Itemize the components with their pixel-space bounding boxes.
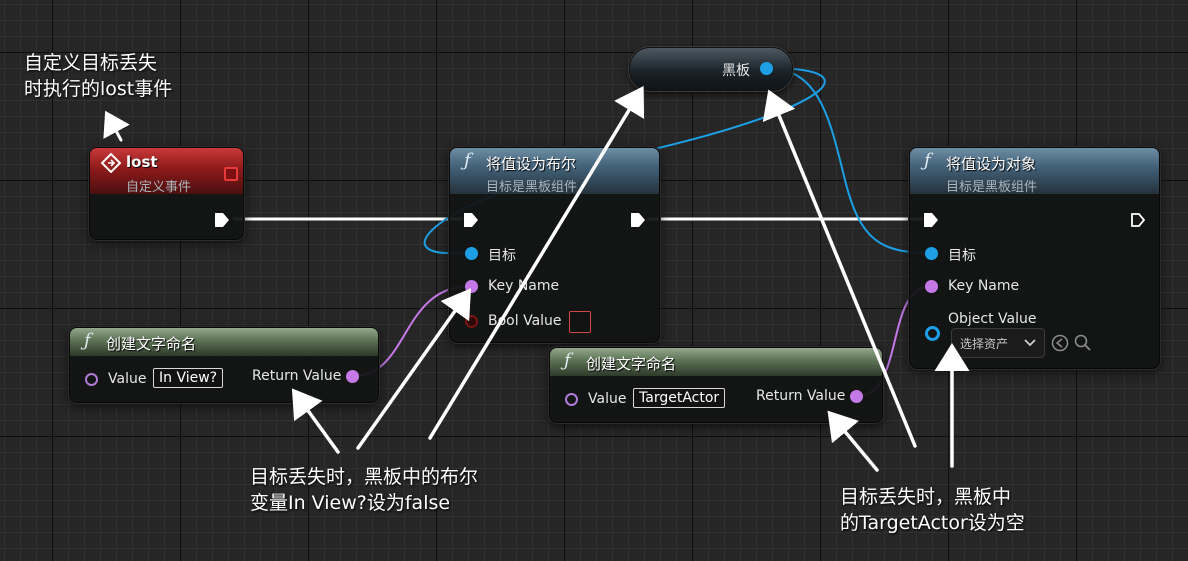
- target-pin[interactable]: [465, 247, 478, 260]
- return-value-pin[interactable]: [346, 370, 359, 383]
- exec-input-pin[interactable]: [923, 212, 939, 228]
- set-bool-title: 将值设为布尔: [486, 155, 577, 173]
- search-icon[interactable]: [1074, 334, 1092, 352]
- return-value-label: Return Value: [756, 388, 846, 404]
- bool-value-pin[interactable]: [465, 315, 478, 328]
- bool-value-label: Bool Value: [488, 313, 562, 329]
- key-name-label: Key Name: [948, 278, 1020, 294]
- target-pin[interactable]: [925, 247, 938, 260]
- function-f-icon: ƒ: [564, 350, 571, 371]
- make-name-1-header: ƒ 创建文字命名: [70, 328, 378, 356]
- lost-event-subtitle: 自定义事件: [126, 180, 192, 195]
- set-bool-subtitle: 目标是黑板组件: [486, 180, 578, 195]
- key-name-label: Key Name: [488, 278, 560, 294]
- annotation-set-bool: 目标丢失时，黑板中的布尔 变量In View?设为false: [250, 466, 479, 514]
- annotation-set-object: 目标丢失时，黑板中 的TargetActor设为空: [840, 486, 1025, 534]
- function-f-icon: ƒ: [464, 150, 471, 171]
- make-name-2-header: ƒ 创建文字命名: [550, 348, 882, 376]
- set-value-as-object-node[interactable]: ƒ 将值设为对象 目标是黑板组件 目标 Key Name Object Valu…: [909, 147, 1160, 369]
- set-bool-header: ƒ 将值设为布尔 目标是黑板组件: [450, 148, 659, 195]
- value-text-field[interactable]: In View?: [153, 368, 224, 388]
- return-value-pin[interactable]: [850, 390, 863, 403]
- make-name-2-title: 创建文字命名: [586, 355, 677, 373]
- chevron-down-icon: [1024, 339, 1036, 347]
- target-label: 目标: [948, 248, 976, 264]
- key-name-pin[interactable]: [465, 280, 478, 293]
- arrow-left-circle-icon[interactable]: [1051, 334, 1069, 352]
- make-literal-name-node-1[interactable]: ƒ 创建文字命名 Value In View? Return Value: [69, 327, 379, 403]
- exec-output-pin[interactable]: [630, 212, 646, 228]
- object-value-label: Object Value: [948, 311, 1037, 327]
- make-name-1-title: 创建文字命名: [106, 335, 197, 353]
- lost-event-node[interactable]: lost 自定义事件: [89, 147, 244, 240]
- return-value-label: Return Value: [252, 368, 342, 384]
- value-input-pin[interactable]: [85, 373, 98, 386]
- set-object-header: ƒ 将值设为对象 目标是黑板组件: [910, 148, 1159, 195]
- exec-output-pin[interactable]: [214, 212, 230, 228]
- blackboard-variable-node[interactable]: 黑板: [629, 47, 793, 91]
- object-value-pin[interactable]: [925, 326, 940, 341]
- lost-event-header: lost 自定义事件: [90, 148, 243, 195]
- key-name-pin[interactable]: [925, 280, 938, 293]
- set-value-as-bool-node[interactable]: ƒ 将值设为布尔 目标是黑板组件 目标 Key Name Bool Value: [449, 147, 660, 343]
- blackboard-label: 黑板: [722, 63, 750, 79]
- value-label: Value: [588, 391, 627, 407]
- make-literal-name-node-2[interactable]: ƒ 创建文字命名 Value TargetActor Return Value: [549, 347, 883, 423]
- blackboard-wire-to-setobject: [766, 67, 932, 254]
- set-object-title: 将值设为对象: [946, 155, 1037, 173]
- function-f-icon: ƒ: [84, 330, 91, 351]
- lost-event-title: lost: [126, 153, 158, 171]
- set-object-subtitle: 目标是黑板组件: [946, 180, 1038, 195]
- target-label: 目标: [488, 248, 516, 264]
- value-input-pin[interactable]: [565, 393, 578, 406]
- diamond-event-icon: [101, 153, 121, 173]
- blackboard-output-pin[interactable]: [760, 62, 773, 75]
- value-label: Value: [108, 371, 147, 387]
- delegate-pin[interactable]: [224, 167, 238, 181]
- bool-value-checkbox[interactable]: [569, 311, 591, 333]
- exec-output-pin[interactable]: [1130, 212, 1146, 228]
- asset-picker-placeholder: 选择资产: [960, 337, 1009, 351]
- function-f-icon: ƒ: [924, 150, 931, 171]
- annotation-lost-event: 自定义目标丢失 时执行的lost事件: [24, 52, 173, 100]
- asset-picker-dropdown[interactable]: 选择资产: [951, 328, 1045, 358]
- exec-input-pin[interactable]: [463, 212, 479, 228]
- value-text-field[interactable]: TargetActor: [633, 388, 726, 408]
